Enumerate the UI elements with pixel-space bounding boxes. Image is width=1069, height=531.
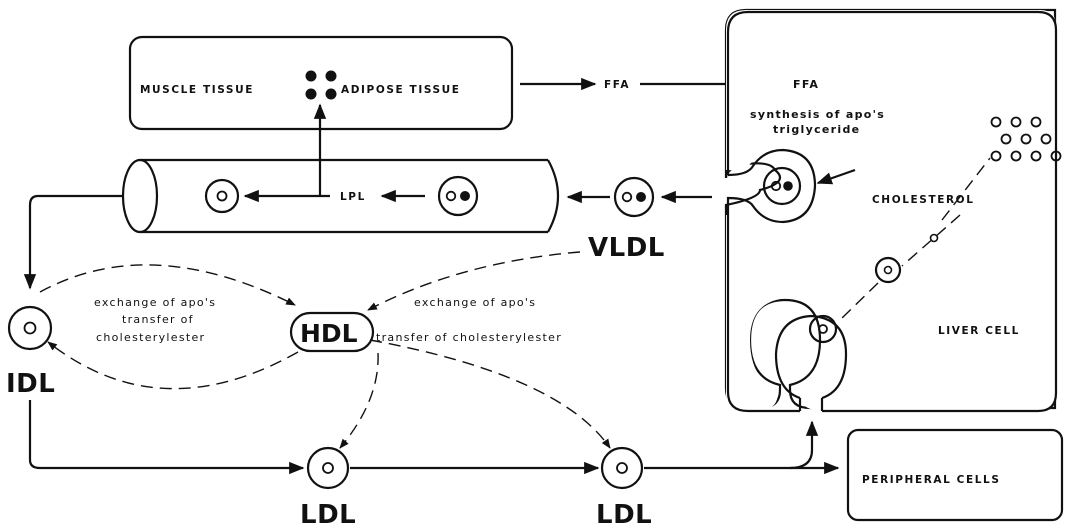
vessel-vldl-particle-icon [439, 177, 477, 215]
hdl-label: HDL [300, 319, 358, 348]
ldl-left-particle-icon [308, 448, 348, 488]
liver-cell-label: LIVER CELL [938, 325, 1020, 337]
ldl-right-particle-icon [602, 448, 642, 488]
ffa-arrow-label: FFA [604, 79, 630, 91]
idl-particle-icon [9, 307, 51, 349]
idl-to-ldl-arrow [30, 400, 303, 468]
exchange-right-line-2: transfer of cholesterylester [376, 331, 562, 344]
ffa-liver-label: FFA [793, 78, 819, 91]
synthesis-label-1: synthesis of apo's [750, 108, 885, 121]
hdl-to-ldl-right-dash [370, 340, 610, 448]
ldl-to-liver-arrow [644, 422, 812, 468]
cholesterol-label: CHOLESTEROL [872, 194, 974, 206]
vldl-particle-icon [615, 178, 653, 216]
exchange-left-line-1: exchange of apo's [94, 296, 216, 309]
vldl-label: VLDL [588, 233, 665, 263]
hdl-to-ldl-left-dash [340, 353, 378, 448]
ldl-right-label: LDL [596, 500, 652, 530]
exchange-right-line-1: exchange of apo's [414, 296, 536, 309]
muscle-tissue-label: MUSCLE TISSUE [140, 84, 254, 96]
idl-label: IDL [6, 369, 55, 399]
exchange-left-line-3: cholesterylester [96, 331, 205, 344]
hdl-to-idl-exchange-dash [48, 342, 298, 389]
exchange-left-line-2: transfer of [122, 313, 194, 326]
peripheral-cells-label: PERIPHERAL CELLS [862, 474, 1001, 486]
vessel-idl-particle-icon [206, 180, 238, 212]
vessel-to-idl-arrow [30, 196, 123, 288]
adipose-tissue-label: ADIPOSE TISSUE [341, 84, 461, 96]
lpl-label: LPL [340, 191, 366, 203]
synthesis-label-2: triglyceride [773, 123, 860, 136]
ldl-left-label: LDL [300, 500, 356, 530]
